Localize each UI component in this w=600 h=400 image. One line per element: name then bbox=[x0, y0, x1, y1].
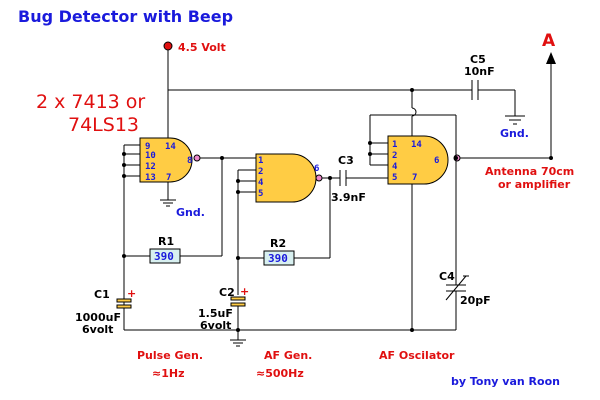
gate1-pin-in4: 13 bbox=[145, 173, 156, 183]
c1-plate-plus bbox=[116, 298, 132, 303]
c4-name: C4 bbox=[439, 270, 455, 283]
gate3-pin-out: 6 bbox=[434, 156, 439, 166]
r2-resistor bbox=[263, 250, 295, 266]
gate2-pin-in4: 5 bbox=[258, 189, 263, 199]
r1-value: 390 bbox=[154, 250, 174, 263]
gate3-pin-in2: 2 bbox=[392, 151, 397, 161]
c5-name: C5 bbox=[470, 53, 486, 66]
gate1-pin-vcc: 14 bbox=[165, 142, 176, 152]
c4-value: 20pF bbox=[460, 294, 491, 307]
section-afgen-label: AF Gen. bbox=[264, 349, 312, 362]
gate3-pin-in1: 1 bbox=[392, 140, 397, 150]
gate1-gnd-label: Gnd. bbox=[176, 206, 205, 219]
credit: by Tony van Roon bbox=[451, 375, 560, 388]
gate1-pin-gnd: 7 bbox=[166, 173, 171, 183]
section-pulse-label: Pulse Gen. bbox=[137, 349, 203, 362]
gate2-pin-out: 6 bbox=[314, 164, 319, 174]
c2-value: 1.5uF bbox=[198, 307, 233, 320]
gate2-pin-in2: 2 bbox=[258, 167, 263, 177]
gate3-pin-in3: 4 bbox=[392, 162, 398, 172]
c4-trim-icon bbox=[445, 275, 467, 301]
antenna-arrow-icon bbox=[546, 52, 556, 64]
chip-note-line1: 2 x 7413 or bbox=[36, 91, 145, 113]
gate3-pin-in4: 5 bbox=[392, 173, 397, 183]
page-title: Bug Detector with Beep bbox=[18, 7, 233, 26]
c3-value: 3.9nF bbox=[331, 191, 366, 204]
gate2-pin-in3: 4 bbox=[258, 178, 264, 188]
supply-label: 4.5 Volt bbox=[178, 41, 226, 54]
gate3-pin-vcc: 14 bbox=[411, 140, 422, 150]
chip-note-line2: 74LS13 bbox=[68, 114, 139, 136]
c2-polarity: + bbox=[240, 285, 249, 298]
c2-name: C2 bbox=[219, 286, 235, 299]
gate2-nand-schmitt bbox=[255, 153, 317, 203]
c1-value: 1000uF bbox=[75, 311, 121, 324]
supply-terminal bbox=[163, 41, 173, 51]
c2-plate-plus bbox=[230, 296, 246, 301]
c1-plate-minus bbox=[116, 304, 132, 309]
c1-rating: 6volt bbox=[82, 323, 113, 336]
output-junction bbox=[549, 156, 553, 160]
gate2-output-bubble bbox=[315, 174, 323, 182]
gate1-pin-in3: 12 bbox=[145, 162, 156, 172]
gate3-nand-schmitt bbox=[387, 135, 449, 185]
r1-resistor bbox=[149, 248, 181, 264]
c2-plate-minus bbox=[230, 302, 246, 307]
gate1-output-bubble bbox=[193, 154, 201, 162]
c1-name: C1 bbox=[94, 288, 110, 301]
c2-rating: 6volt bbox=[200, 319, 231, 332]
antenna-note-line2: or amplifier bbox=[498, 178, 571, 191]
c3-name: C3 bbox=[338, 154, 354, 167]
section-afosc-label: AF Oscilator bbox=[379, 349, 455, 362]
gate1-pin-out: 8 bbox=[187, 156, 192, 166]
gate1-pin-in2: 10 bbox=[145, 151, 156, 161]
antenna-label: A bbox=[542, 31, 556, 51]
r1-name: R1 bbox=[158, 235, 174, 248]
c5-value: 10nF bbox=[464, 65, 495, 78]
c5-gnd-label: Gnd. bbox=[500, 127, 529, 140]
gate2-pin-in1: 1 bbox=[258, 156, 263, 166]
gate1-nand-schmitt bbox=[139, 137, 193, 183]
wire-crossover bbox=[411, 107, 417, 117]
gate3-pin-gnd: 7 bbox=[412, 173, 417, 183]
r2-name: R2 bbox=[270, 237, 286, 250]
c1-polarity: + bbox=[127, 287, 136, 300]
section-afgen-freq: ≈500Hz bbox=[256, 367, 304, 380]
antenna-note-line1: Antenna 70cm bbox=[485, 165, 574, 178]
r2-value: 390 bbox=[268, 252, 288, 265]
gate1-pin-in1: 9 bbox=[145, 142, 150, 152]
section-pulse-freq: ≈1Hz bbox=[152, 367, 184, 380]
